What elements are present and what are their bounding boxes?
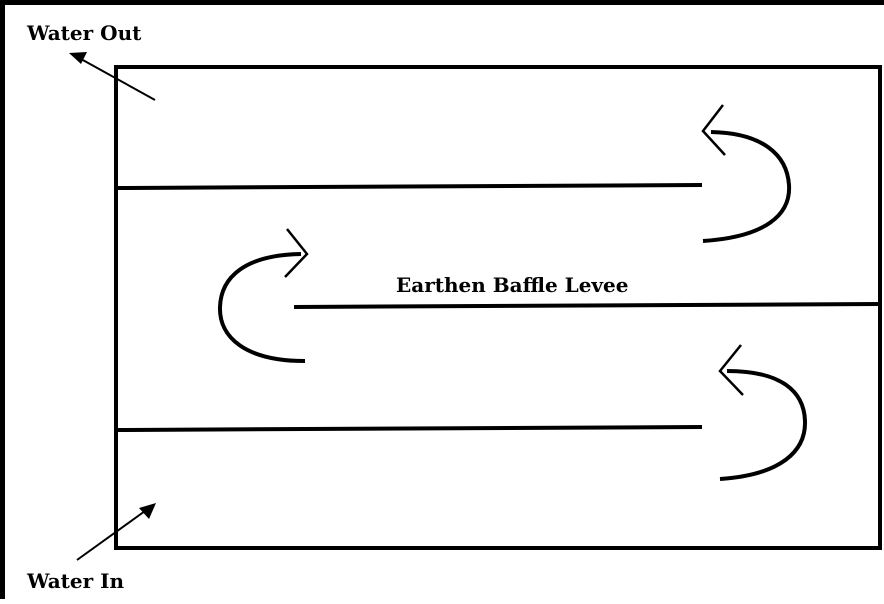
pond-outline	[114, 65, 882, 550]
water-out-arrow	[69, 52, 156, 101]
flow-turn-arrow-lower	[718, 344, 808, 481]
flow-turn-arrow-middle	[217, 228, 309, 363]
water-out-label: Water Out	[27, 21, 142, 45]
baffle-levee-middle	[293, 302, 881, 309]
water-in-label: Water In	[27, 569, 125, 593]
pond-flow-diagram	[69, 52, 882, 561]
flow-turn-arrow-upper	[701, 104, 792, 243]
baffle-levee-upper	[115, 183, 703, 190]
water-in-arrow	[76, 503, 156, 561]
baffle-levee-label: Earthen Baffle Levee	[396, 273, 629, 297]
baffle-levee-lower	[115, 425, 703, 432]
